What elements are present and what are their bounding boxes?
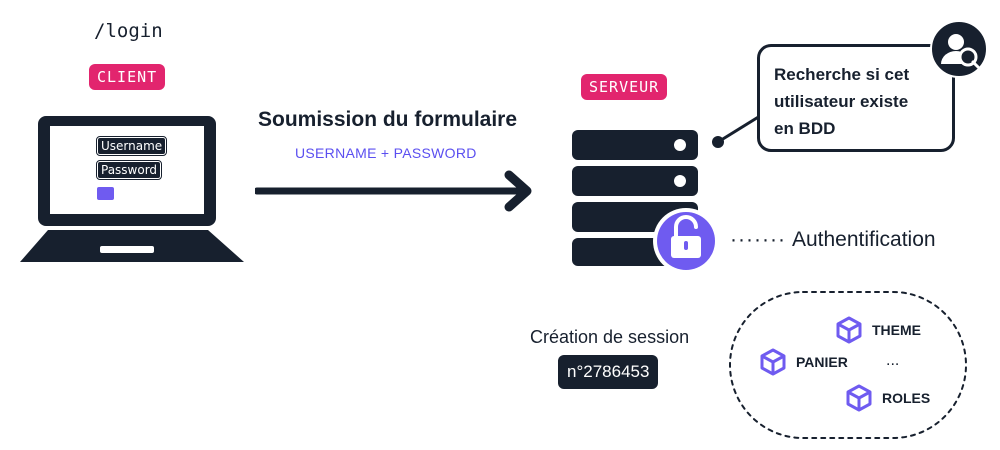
submission-subtitle: USERNAME + PASSWORD: [295, 145, 477, 161]
server-icon: [572, 130, 719, 270]
cube-icon: [836, 316, 862, 344]
bubble-connector: [712, 114, 761, 148]
cube-icon: [760, 348, 786, 376]
authentication-label: ·······Authentification: [730, 228, 936, 251]
username-field[interactable]: Username: [95, 136, 168, 156]
session-id-badge: n°2786453: [558, 355, 659, 389]
session-item-more: ...: [886, 352, 900, 369]
cube-icon: [846, 384, 872, 412]
session-item-theme: THEME: [836, 316, 921, 344]
arrow-right-icon: [255, 170, 532, 212]
login-submit-button[interactable]: [97, 187, 114, 200]
submission-title: Soumission du formulaire: [258, 108, 518, 131]
session-item-roles: ROLES: [846, 384, 930, 412]
lookup-speech-bubble: Recherche si cet utilisateur existe en B…: [757, 44, 955, 152]
session-data-ellipse: [729, 291, 967, 439]
route-path: /login: [94, 20, 163, 42]
lookup-note: Recherche si cet utilisateur existe en B…: [774, 65, 910, 138]
user-search-icon: [930, 20, 988, 78]
session-creation-label: Création de session: [530, 327, 690, 347]
client-badge: CLIENT: [89, 64, 166, 90]
server-badge: SERVEUR: [581, 74, 668, 100]
session-item-panier: PANIER: [760, 348, 848, 376]
password-field[interactable]: Password: [95, 160, 163, 180]
unlock-icon: [653, 208, 719, 270]
